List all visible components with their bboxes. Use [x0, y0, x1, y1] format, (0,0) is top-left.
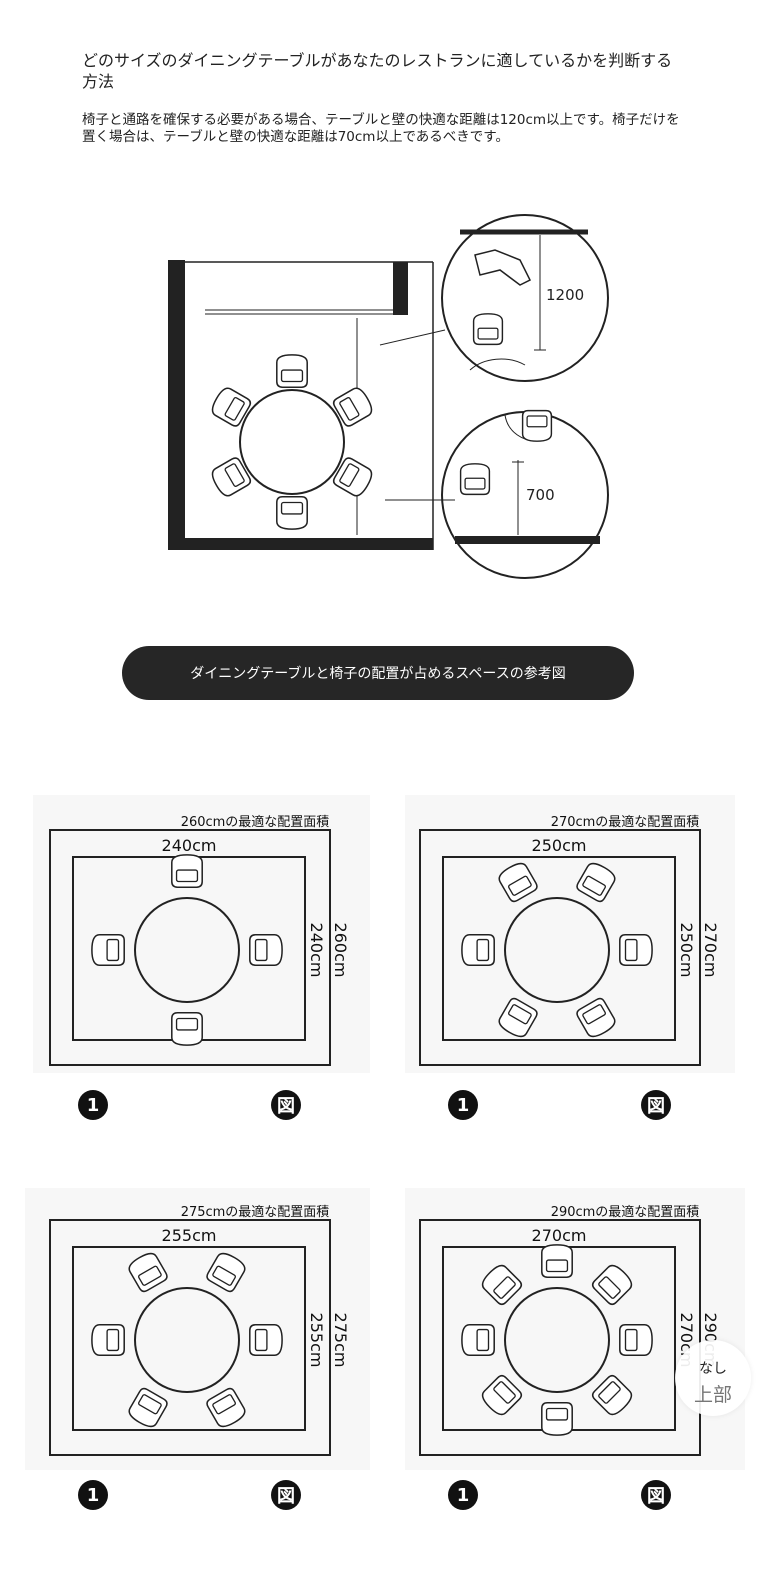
- inner-depth-label: 250cm: [677, 923, 696, 978]
- chair-icon: [461, 934, 495, 966]
- chair-icon: [276, 496, 308, 530]
- outer-depth-label: 275cm: [331, 1313, 350, 1368]
- inner-width-label: 240cm: [162, 836, 217, 855]
- chair-icon: [459, 463, 491, 496]
- chair-icon: [128, 1387, 168, 1428]
- outer-depth-label: 270cm: [701, 923, 720, 978]
- round-table: [504, 897, 610, 1003]
- chair-icon: [276, 354, 308, 388]
- chair-icon: [576, 997, 616, 1038]
- chair-icon: [591, 1264, 633, 1306]
- area-label: 260cmの最適な配置面積: [181, 814, 330, 830]
- caption-pill: ダイニングテーブルと椅子の配置が占めるスペースの参考図: [122, 646, 634, 700]
- chair-icon: [332, 457, 373, 497]
- back-to-top-button[interactable]: なし 上部: [675, 1340, 751, 1416]
- area-label: 275cmの最適な配置面積: [181, 1204, 330, 1220]
- inner-depth-label: 240cm: [307, 923, 326, 978]
- chair-icon: [211, 387, 252, 427]
- floor-plan-2: 270cmの最適な配置面積 250cm 250cm 270cm: [419, 814, 720, 1066]
- round-table: [504, 1287, 610, 1393]
- figure-badge-label: 図: [271, 1090, 301, 1120]
- room-layout-diagram: 1200 700: [168, 214, 609, 579]
- chair-icon: [249, 1324, 283, 1356]
- figure-badge-number: 1: [448, 1090, 478, 1120]
- back-to-top-line1: なし: [699, 1361, 727, 1377]
- figure-badge-number: 1: [78, 1480, 108, 1510]
- magnified-view-aisle: [441, 214, 609, 382]
- chair-icon: [619, 1324, 653, 1356]
- floor-plan-4: 290cmの最適な配置面積 270cm 270cm 290cm: [419, 1204, 720, 1456]
- chair-icon: [498, 862, 538, 903]
- round-table: [134, 1287, 240, 1393]
- chair-icon: [211, 457, 252, 497]
- dimension-1200: 1200: [546, 286, 584, 304]
- chair-icon: [332, 387, 373, 427]
- area-label: 290cmの最適な配置面積: [551, 1204, 700, 1220]
- outer-depth-label: 260cm: [331, 923, 350, 978]
- chair-icon: [619, 934, 653, 966]
- figure-badge-number: 1: [448, 1480, 478, 1510]
- chair-icon: [91, 934, 125, 966]
- page-heading: どのサイズのダイニングテーブルがあなたのレストランに適しているかを判断する方法: [82, 51, 673, 91]
- description-text: 椅子と通路を確保する必要がある場合、テーブルと壁の快適な距離は120cm以上です…: [82, 112, 680, 145]
- inner-width-label: 270cm: [532, 1226, 587, 1245]
- floor-plan-3: 275cmの最適な配置面積 255cm 255cm 275cm: [49, 1204, 350, 1456]
- chair-icon: [171, 854, 203, 888]
- chair-icon: [481, 1264, 523, 1306]
- chair-icon: [249, 934, 283, 966]
- figure-badge-number: 1: [78, 1090, 108, 1120]
- chair-icon: [481, 1374, 523, 1416]
- chair-icon: [206, 1252, 246, 1293]
- round-table: [239, 389, 345, 495]
- area-label: 270cmの最適な配置面積: [551, 814, 700, 830]
- chair-icon: [171, 1012, 203, 1046]
- figure-badge-label: 図: [641, 1090, 671, 1120]
- chair-icon: [91, 1324, 125, 1356]
- chair-icon: [128, 1252, 168, 1293]
- figure-badge-label: 図: [641, 1480, 671, 1510]
- inner-depth-label: 255cm: [307, 1313, 326, 1368]
- dimension-700: 700: [526, 486, 555, 504]
- back-to-top-line2: 上部: [693, 1384, 732, 1406]
- chair-icon: [591, 1374, 633, 1416]
- inner-width-label: 250cm: [532, 836, 587, 855]
- chair-icon: [498, 997, 538, 1038]
- inner-width-label: 255cm: [162, 1226, 217, 1245]
- round-table: [134, 897, 240, 1003]
- chair-icon: [206, 1387, 246, 1428]
- chair-icon: [576, 862, 616, 903]
- floor-plan-1: 260cmの最適な配置面積 240cm 240cm 260cm: [49, 814, 350, 1066]
- chair-icon: [521, 409, 553, 442]
- figure-badge-label: 図: [271, 1480, 301, 1510]
- chair-icon: [472, 313, 504, 346]
- chair-icon: [541, 1244, 573, 1278]
- chair-icon: [461, 1324, 495, 1356]
- chair-icon: [541, 1402, 573, 1436]
